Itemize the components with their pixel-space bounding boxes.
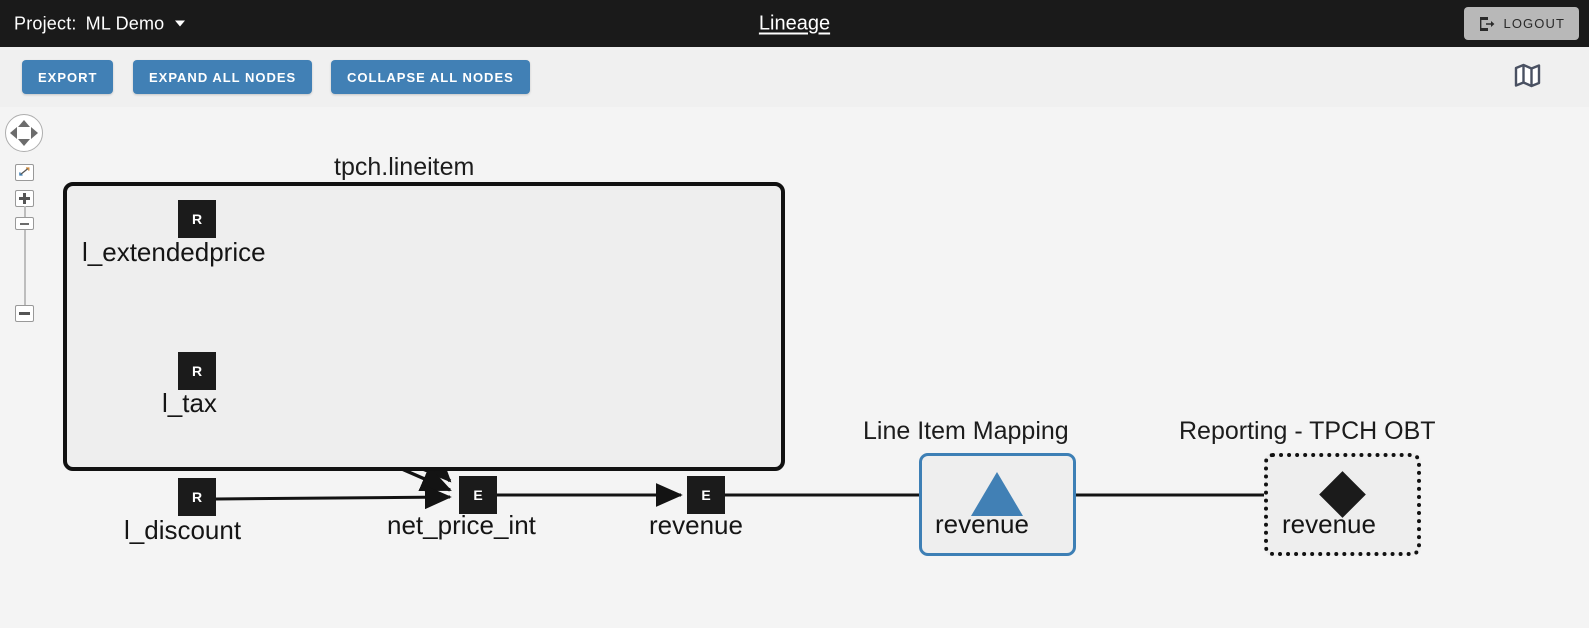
pan-left-arrow-icon[interactable] xyxy=(10,127,17,139)
node-badge-E[interactable]: E xyxy=(459,476,497,514)
group-box-tpch-lineitem[interactable] xyxy=(63,182,785,471)
logout-button[interactable]: LOGOUT xyxy=(1463,7,1579,40)
chevron-down-icon xyxy=(175,20,186,27)
map-icon xyxy=(1514,63,1541,91)
zoom-slider-rail[interactable] xyxy=(24,206,26,310)
navigation-control xyxy=(5,114,45,324)
node-revenue-lineitem[interactable]: E xyxy=(687,476,725,514)
pan-compass-icon[interactable] xyxy=(5,114,43,152)
pan-right-arrow-icon[interactable] xyxy=(31,127,38,139)
project-prefix-label: Project: xyxy=(14,13,77,33)
node-l_tax[interactable]: R xyxy=(178,352,216,390)
node-badge-R[interactable]: R xyxy=(178,478,216,516)
fit-to-screen-button[interactable] xyxy=(15,164,34,181)
zoom-slider-handle[interactable] xyxy=(15,217,34,230)
node-l_discount[interactable]: R xyxy=(178,478,216,516)
project-name-label: ML Demo xyxy=(85,13,165,33)
node-l_extendedprice[interactable]: R xyxy=(178,200,216,238)
node-badge-R[interactable]: R xyxy=(178,352,216,390)
logout-arrow-icon xyxy=(1478,15,1495,32)
lineage-graph: tpch.lineitem R l_extendedprice R l_tax … xyxy=(0,107,1589,628)
lineage-canvas[interactable]: tpch.lineitem R l_extendedprice R l_tax … xyxy=(0,107,1589,628)
minimap-toggle-button[interactable] xyxy=(1513,63,1541,91)
project-selector[interactable]: Project: ML Demo xyxy=(14,13,186,34)
minus-icon xyxy=(19,312,30,315)
node-badge-E[interactable]: E xyxy=(687,476,725,514)
zoom-out-button[interactable] xyxy=(15,305,34,322)
pan-up-arrow-icon[interactable] xyxy=(18,120,30,127)
node-net_price_int[interactable]: E xyxy=(459,476,497,514)
graph-toolbar: EXPORT EXPAND ALL NODES COLLAPSE ALL NOD… xyxy=(0,47,1589,107)
plus-icon xyxy=(19,193,30,204)
triangle-node-icon[interactable] xyxy=(971,472,1023,516)
export-button[interactable]: EXPORT xyxy=(22,60,114,94)
slider-handle-grip-icon xyxy=(20,222,29,225)
node-revenue-report[interactable] xyxy=(1319,471,1366,518)
group-title-line-item-mapping: Line Item Mapping xyxy=(863,417,1069,445)
group-title-tpch-lineitem: tpch.lineitem xyxy=(334,153,475,181)
pan-down-arrow-icon[interactable] xyxy=(18,139,30,146)
node-badge-R[interactable]: R xyxy=(178,200,216,238)
logout-label: LOGOUT xyxy=(1503,16,1565,31)
page-title: Lineage xyxy=(758,12,831,34)
diamond-node-icon[interactable] xyxy=(1319,471,1366,518)
expand-all-nodes-button[interactable]: EXPAND ALL NODES xyxy=(133,60,313,94)
node-revenue-mapping[interactable] xyxy=(971,472,1023,516)
collapse-all-nodes-button[interactable]: COLLAPSE ALL NODES xyxy=(331,60,530,94)
group-title-reporting-tpch-obt: Reporting - TPCH OBT xyxy=(1179,417,1436,445)
app-header: Project: ML Demo Lineage LOGOUT xyxy=(0,0,1589,47)
edge-l_discount-net_price_int xyxy=(215,485,452,510)
fit-to-screen-icon xyxy=(18,164,31,182)
